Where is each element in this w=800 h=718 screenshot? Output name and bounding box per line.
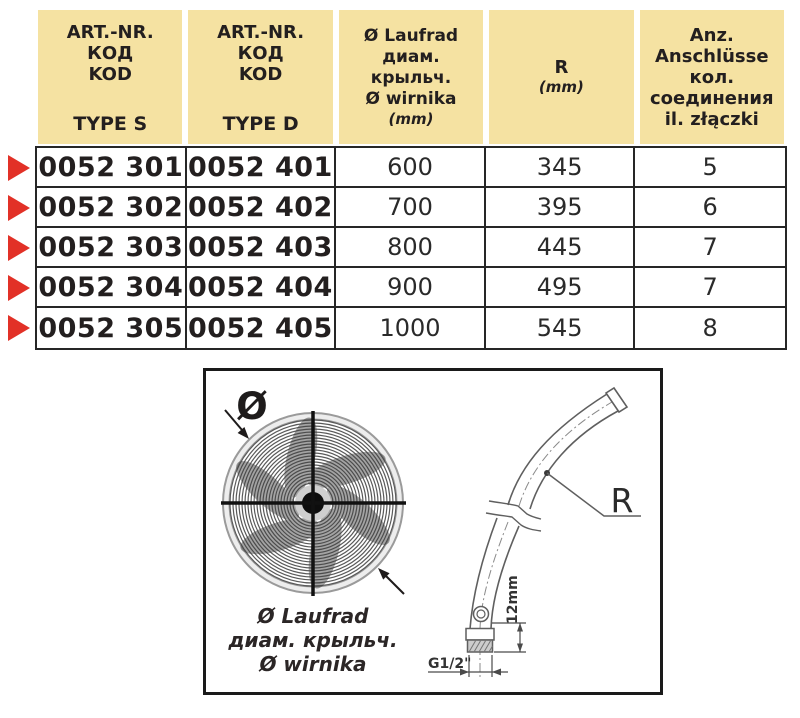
- header-line: кол.: [689, 66, 735, 88]
- cell-connections: 7: [635, 268, 785, 308]
- catalog-table: ART.-NR. КОД KOD TYPE S ART.-NR. КОД KOD…: [8, 10, 787, 350]
- radius-label: R: [611, 481, 634, 520]
- thread-hatching: [468, 639, 493, 653]
- header-line: Anz.: [689, 24, 734, 46]
- fan-drawing: [221, 411, 406, 596]
- header-line: KOD: [238, 64, 283, 85]
- header-line: KOD: [88, 64, 132, 85]
- diagram-drawing: Ø Ø Laufrad диам. крыльч. Ø wirnika: [221, 385, 641, 677]
- header-line: ART.-NR.: [217, 22, 305, 43]
- tube-break-marks: [485, 500, 542, 532]
- cell-radius: 445: [485, 228, 636, 268]
- cell-type-d: 0052 401: [186, 148, 337, 188]
- header-line: диам. крыльч.: [370, 46, 452, 88]
- cell-impeller: 800: [336, 228, 486, 268]
- cell-type-s: 0052 301: [37, 148, 187, 188]
- header-cell-impeller-diameter: Ø Laufrad диам. крыльч. Ø wirnika (mm): [338, 10, 484, 144]
- cell-type-d: 0052 405: [187, 308, 337, 348]
- cell-impeller: 900: [336, 268, 486, 308]
- table-body: 0052 301 0052 401 600 345 5 0052 302 005…: [35, 146, 787, 350]
- header-line: Ø Laufrad: [363, 25, 459, 46]
- cell-type-d: 0052 402: [186, 188, 337, 228]
- fan-crosshair: [221, 411, 406, 596]
- cell-type-s: 0052 303: [37, 228, 187, 268]
- fan-caption-line3: Ø wirnika: [258, 652, 366, 676]
- header-cell-type-s: ART.-NR. КОД KOD TYPE S: [38, 10, 183, 144]
- header-type-s-label: TYPE S: [73, 113, 148, 135]
- row-marker-triangle-icon: [8, 195, 30, 221]
- cell-type-d: 0052 403: [186, 228, 337, 268]
- header-line: il. złączki: [664, 108, 759, 130]
- cell-connections: 7: [635, 228, 785, 268]
- cell-type-d: 0052 404: [186, 268, 337, 308]
- header-line: КОД: [87, 43, 134, 64]
- diagram-box: Ø Ø Laufrad диам. крыльч. Ø wirnika: [203, 368, 663, 695]
- tube-walls: [469, 393, 619, 630]
- header-unit-mm: (mm): [388, 109, 434, 128]
- header-type-d-label: TYPE D: [222, 113, 299, 135]
- diameter-arrow-icon: [224, 409, 249, 439]
- fan-caption-line2: диам. крыльч.: [227, 628, 397, 652]
- cell-connections: 6: [635, 188, 785, 228]
- diameter-symbol: Ø: [236, 385, 267, 428]
- dimension-g12: [428, 655, 508, 677]
- row-marker-triangle-icon: [8, 275, 30, 301]
- header-line: Ø wirnika: [365, 88, 457, 109]
- cell-radius: 495: [485, 268, 636, 308]
- header-radius-label: R: [554, 57, 569, 78]
- cell-impeller: 700: [336, 188, 486, 228]
- tube-drawing: [465, 386, 629, 677]
- header-cell-type-d: ART.-NR. КОД KOD TYPE D: [188, 10, 333, 144]
- fan-caption-line1: Ø Laufrad: [257, 604, 370, 628]
- dimension-12mm: [492, 622, 526, 653]
- row-marker-triangle-icon: [8, 155, 30, 181]
- cell-connections: 5: [635, 148, 785, 188]
- header-cell-radius: R (mm): [489, 10, 634, 144]
- thread-label-g12: G1/2": [428, 656, 471, 672]
- header-unit-mm: (mm): [538, 78, 584, 96]
- dimension-12mm-label: 12mm: [505, 575, 521, 624]
- header-cell-connections: Anz. Anschlüsse кол. соединения il. złąc…: [639, 10, 784, 144]
- cell-impeller: 1000: [336, 308, 486, 348]
- row-marker-triangle-icon: [8, 235, 30, 261]
- cell-impeller: 600: [336, 148, 486, 188]
- tube-end-cap: [604, 386, 629, 414]
- cell-radius: 395: [485, 188, 636, 228]
- cell-type-s: 0052 302: [37, 188, 187, 228]
- fitting-nut: [465, 627, 495, 641]
- header-line: ART.-NR.: [66, 22, 154, 43]
- row-marker-triangle-icon: [8, 315, 30, 341]
- header-line: соединения: [649, 87, 774, 109]
- cell-type-s: 0052 305: [37, 308, 187, 348]
- radius-leader: [544, 470, 641, 517]
- cell-connections: 8: [702, 314, 718, 342]
- cell-radius: 545: [486, 308, 636, 348]
- cell-radius: 345: [485, 148, 636, 188]
- header-line: Anschlüsse: [655, 45, 769, 67]
- table-header-row: ART.-NR. КОД KOD TYPE S ART.-NR. КОД KOD…: [35, 10, 787, 144]
- header-line: КОД: [237, 43, 284, 64]
- impeller-arrow-icon: [378, 568, 405, 595]
- cell-type-s: 0052 304: [37, 268, 187, 308]
- fan-caption: Ø Laufrad диам. крыльч. Ø wirnika: [227, 604, 397, 676]
